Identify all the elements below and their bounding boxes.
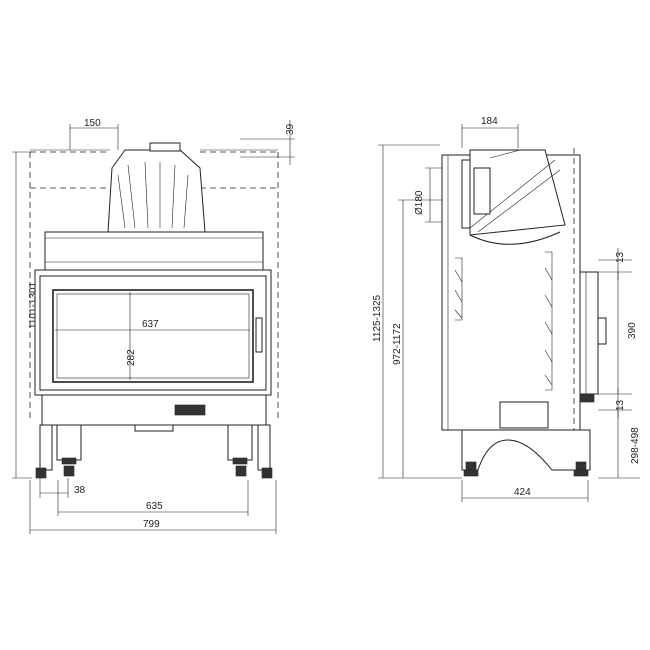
dim-side-overall-height: 1125-1325 bbox=[372, 294, 383, 342]
dim-overall-width: 799 bbox=[143, 519, 160, 530]
dimension-base-height: 298-498 bbox=[598, 410, 641, 479]
dim-overall-depth: 424 bbox=[514, 487, 531, 498]
front-view: 150 39 1101-1301 bbox=[12, 118, 296, 534]
dim-side-collar-height: 972-1172 bbox=[392, 323, 403, 365]
front-lower-panel bbox=[41, 394, 267, 426]
front-upper-panel bbox=[44, 231, 264, 273]
dimension-door-height: 390 bbox=[598, 272, 638, 395]
dimension-top-offset: 39 bbox=[240, 120, 296, 165]
front-door-handle bbox=[255, 317, 263, 353]
dim-top-collar-width: 150 bbox=[84, 118, 101, 129]
dim-foot-span: 635 bbox=[146, 501, 163, 512]
dim-glass-width: 637 bbox=[142, 319, 159, 330]
dimension-overall-depth: 424 bbox=[461, 480, 589, 502]
dimension-collar-depth: 184 bbox=[461, 116, 519, 148]
side-door-profile bbox=[579, 271, 607, 403]
dimension-top-collar: 150 bbox=[69, 118, 119, 150]
dim-flue-diameter: Ø180 bbox=[414, 190, 425, 215]
front-leg-left bbox=[35, 424, 82, 479]
dimension-door-gap-bottom: 13 bbox=[598, 388, 632, 418]
dim-door-gap-bottom: 13 bbox=[615, 399, 626, 411]
dimension-foot-offset: 38 bbox=[39, 478, 86, 498]
dimension-side-overall-height: 1125-1325 bbox=[372, 144, 462, 479]
front-flue-collar bbox=[107, 142, 206, 233]
front-door-frame bbox=[34, 269, 272, 396]
dimension-overall-width: 799 bbox=[29, 480, 277, 534]
dimension-front-height: 1101-1301 bbox=[12, 151, 39, 479]
dim-door-height: 390 bbox=[627, 322, 638, 339]
side-body bbox=[441, 148, 581, 431]
dim-front-height: 1101-1301 bbox=[28, 281, 39, 329]
side-base bbox=[461, 429, 591, 477]
dim-base-height: 298-498 bbox=[630, 427, 641, 464]
dim-door-gap-top: 13 bbox=[615, 251, 626, 263]
dim-collar-depth: 184 bbox=[481, 116, 498, 127]
front-leg-right bbox=[227, 424, 273, 479]
dim-glass-height: 282 bbox=[126, 349, 137, 366]
dimension-foot-span: 635 bbox=[57, 480, 249, 516]
dim-top-offset: 39 bbox=[285, 123, 296, 135]
dimension-door-gap-top: 13 bbox=[598, 248, 632, 280]
front-glass-panel bbox=[52, 289, 254, 383]
dim-foot-offset: 38 bbox=[74, 485, 86, 496]
side-view: 184 1125-1325 972-1172 Ø180 bbox=[372, 116, 641, 502]
